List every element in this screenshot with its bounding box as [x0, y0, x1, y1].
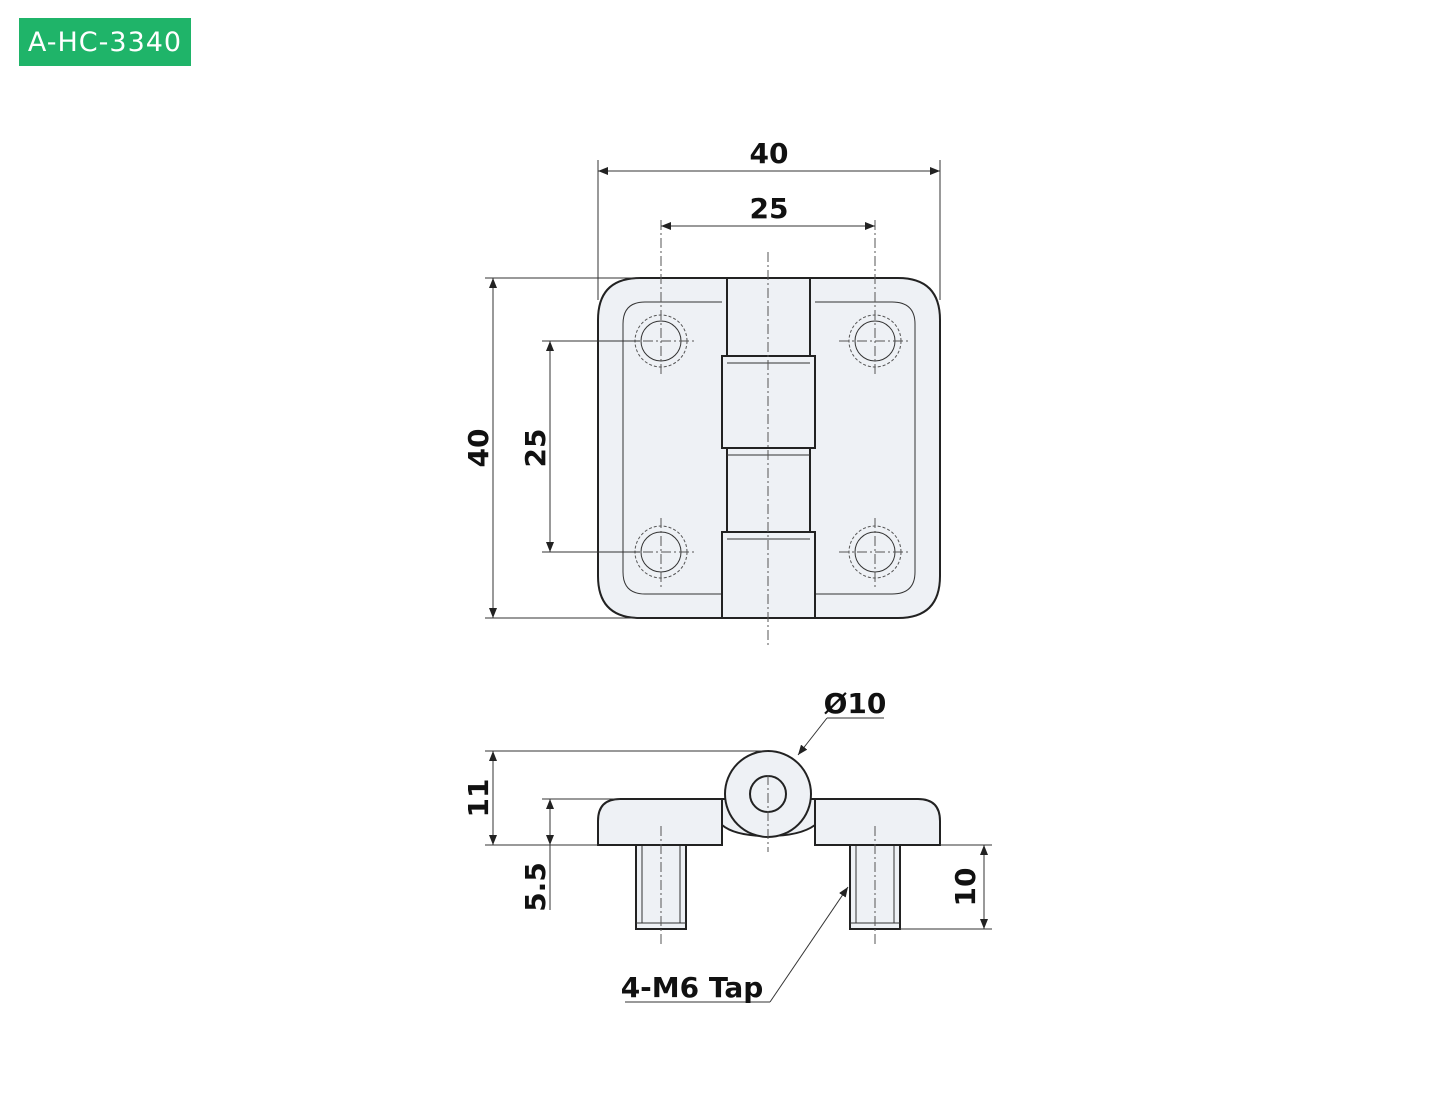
top-view: 40 25 40 25 [462, 137, 941, 645]
left-leaf [597, 277, 728, 619]
side-right-leaf [814, 798, 941, 846]
dim-leaf-thickness: 5.5 [519, 862, 552, 912]
dim-overall-width: 40 [750, 137, 789, 170]
tap-callout: 4-M6 Tap [621, 971, 764, 1004]
right-leaf [809, 277, 941, 619]
dim-stud-length: 10 [949, 868, 982, 907]
dim-hole-spacing-horizontal: 25 [750, 192, 789, 225]
dim-overall-height: 40 [462, 429, 495, 468]
dim-hole-spacing-vertical: 25 [519, 429, 552, 468]
side-view: Ø10 11 5.5 10 4-M6 Tap [462, 687, 992, 1004]
part-number-badge: A-HC-3340 [19, 18, 191, 66]
dim-total-height: 11 [462, 779, 495, 818]
side-left-leaf [597, 798, 723, 846]
dim-pin-diameter: Ø10 [824, 687, 887, 720]
